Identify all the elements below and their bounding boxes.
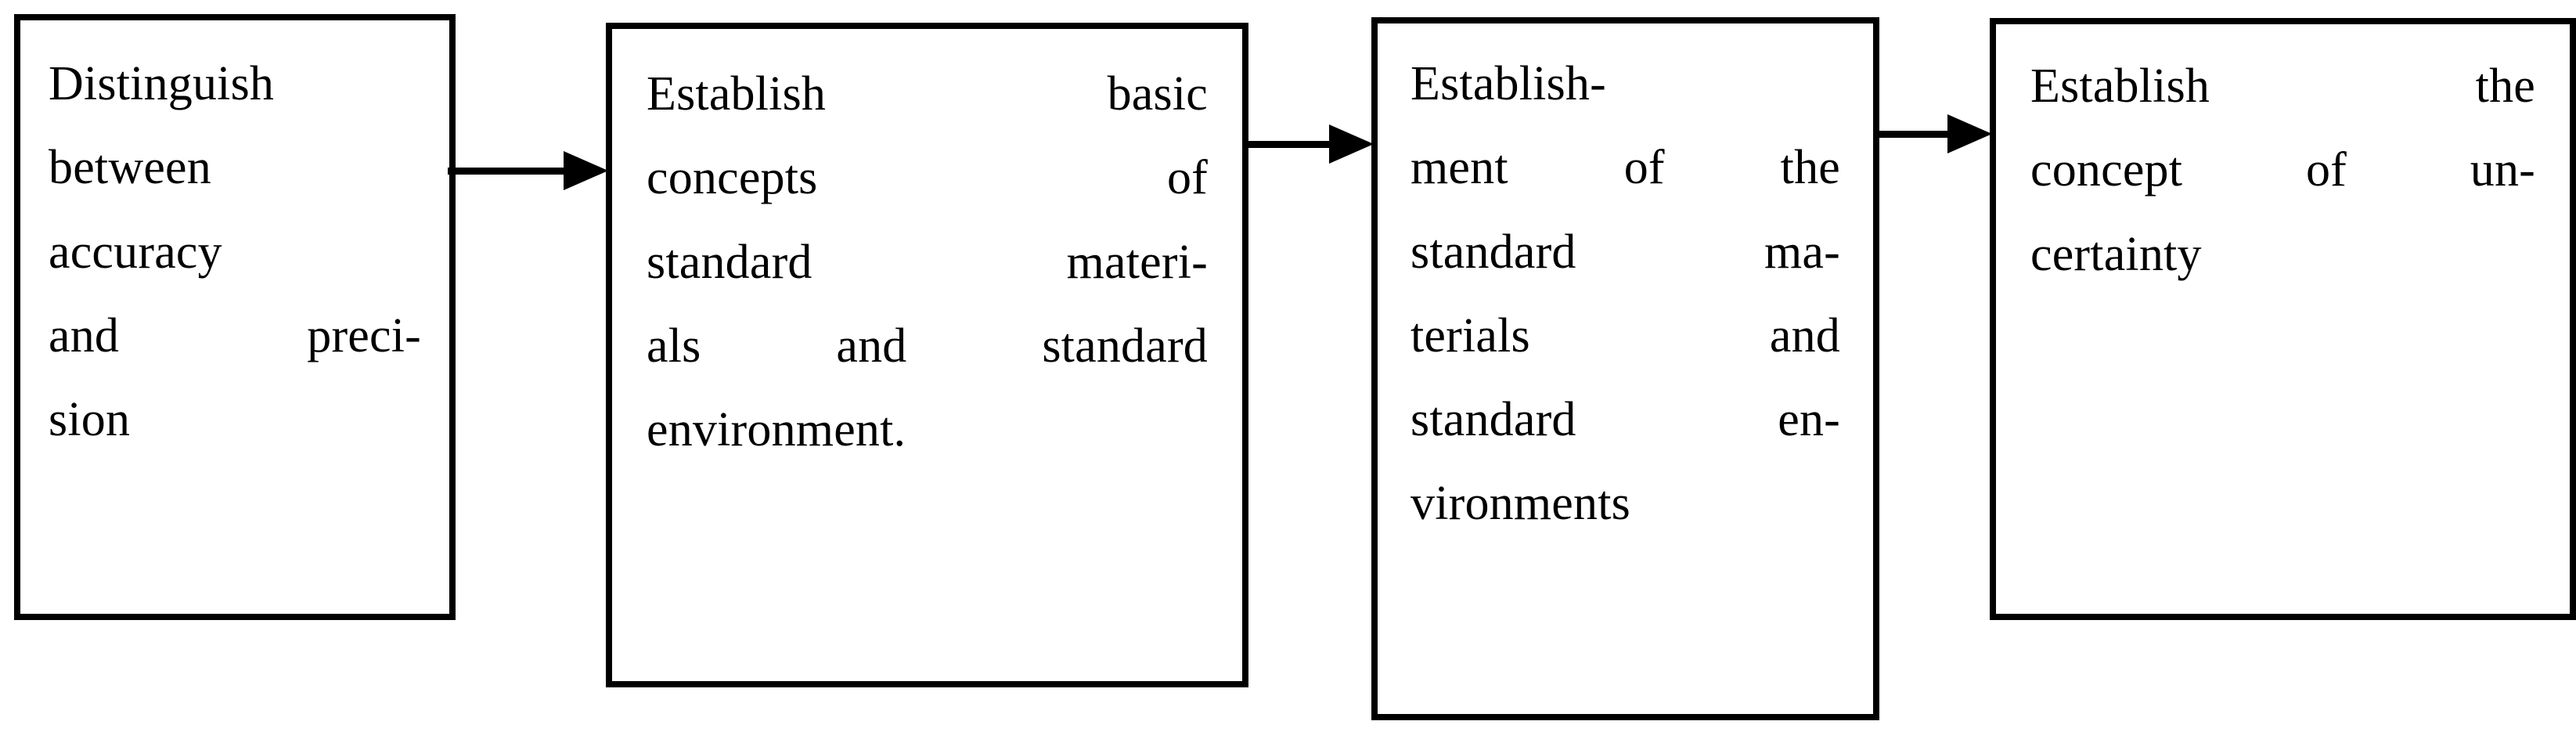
flow-node-4-line-1: Establish the bbox=[2030, 59, 2535, 113]
flow-node-1-line-4: and preci- bbox=[49, 308, 421, 362]
flow-node-3-line-2: ment of the bbox=[1410, 141, 1840, 195]
flow-node-1[interactable]: Distinguish between accuracy and preci- … bbox=[14, 14, 456, 620]
flow-node-2-line-1: Establish basic bbox=[647, 67, 1208, 121]
flow-node-2-line-2: concepts of bbox=[647, 151, 1208, 205]
flow-node-3[interactable]: Establish- ment of the standard ma- teri… bbox=[1371, 17, 1879, 720]
flow-node-1-line-3: accuracy bbox=[49, 225, 222, 279]
arrow-head-icon bbox=[1329, 124, 1374, 164]
flow-node-3-line-3: standard ma- bbox=[1410, 225, 1840, 279]
arrow-head-icon bbox=[1947, 114, 1992, 153]
flow-node-4[interactable]: Establish the concept of un- certainty bbox=[1990, 18, 2576, 620]
flow-node-2-text: Establish basic concepts of standard mat… bbox=[647, 52, 1208, 472]
flow-node-2-line-4: als and standard bbox=[647, 319, 1208, 373]
flow-node-2-line-5: environment. bbox=[647, 403, 906, 456]
arrow-shaft bbox=[1248, 141, 1329, 148]
arrow-shaft bbox=[1879, 131, 1947, 138]
flow-node-3-line-6: vironments bbox=[1410, 477, 1630, 531]
flow-node-1-line-2: between bbox=[49, 141, 211, 195]
flow-node-4-line-3: certainty bbox=[2030, 227, 2202, 281]
flow-node-1-line-1: Distinguish bbox=[49, 57, 275, 110]
flow-node-4-line-2: concept of un- bbox=[2030, 143, 2535, 197]
flow-node-1-text: Distinguish between accuracy and preci- … bbox=[49, 42, 421, 462]
flow-node-2[interactable]: Establish basic concepts of standard mat… bbox=[606, 23, 1248, 687]
flow-node-3-line-1: Establish- bbox=[1410, 57, 1606, 110]
flow-node-3-line-5: standard en- bbox=[1410, 393, 1840, 446]
flow-node-2-line-3: standard materi- bbox=[647, 235, 1208, 289]
arrow-head-icon bbox=[564, 151, 608, 190]
flow-node-3-text: Establish- ment of the standard ma- teri… bbox=[1410, 42, 1840, 546]
flow-node-3-line-4: terials and bbox=[1410, 308, 1840, 362]
flow-node-1-line-5: sion bbox=[49, 393, 131, 446]
arrow-shaft bbox=[448, 168, 564, 175]
flow-node-4-text: Establish the concept of un- certainty bbox=[2030, 45, 2535, 297]
